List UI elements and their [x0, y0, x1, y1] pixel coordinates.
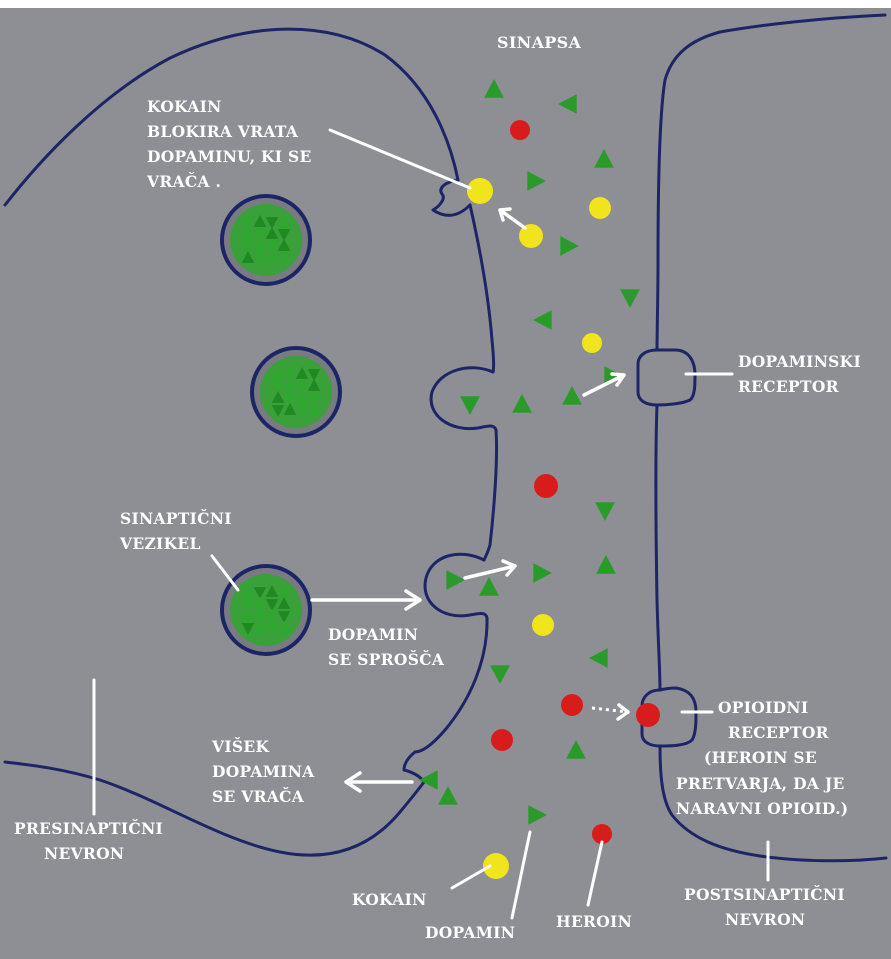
svg-text:VIŠEK: VIŠEK: [211, 737, 269, 756]
svg-text:BLOKIRA VRATA: BLOKIRA VRATA: [147, 122, 299, 141]
cocaine-molecule: [582, 333, 602, 353]
cocaine-molecule: [483, 853, 509, 879]
cocaine-molecule: [467, 178, 493, 204]
svg-text:VEZIKEL: VEZIKEL: [119, 534, 201, 553]
svg-text:DOPAMINSKI: DOPAMINSKI: [738, 352, 861, 371]
heroin-molecule: [561, 694, 583, 716]
cocaine-molecule: [532, 614, 554, 636]
svg-text:SINAPTIČNI: SINAPTIČNI: [120, 509, 232, 528]
vesicle-dopamine-mass: [230, 574, 302, 646]
svg-text:PRESINAPTIČNI: PRESINAPTIČNI: [14, 819, 163, 838]
heroin-molecule: [636, 703, 660, 727]
cocaine-molecule: [589, 197, 611, 219]
svg-text:POSTSINAPTIČNI: POSTSINAPTIČNI: [684, 885, 845, 904]
heroin-molecule: [491, 729, 513, 751]
heroin-molecule: [510, 120, 530, 140]
svg-text:PRETVARJA, DA JE: PRETVARJA, DA JE: [676, 774, 845, 793]
svg-text:OPIOIDNI: OPIOIDNI: [718, 698, 808, 717]
svg-text:RECEPTOR: RECEPTOR: [728, 723, 829, 742]
svg-text:NEVRON: NEVRON: [44, 844, 124, 863]
vesicle-dopamine-mass: [230, 204, 302, 276]
svg-text:(HEROIN SE: (HEROIN SE: [704, 748, 817, 767]
legend-heroin: HEROIN: [556, 912, 632, 931]
svg-text:NEVRON: NEVRON: [725, 910, 805, 929]
title-synapse: SINAPSA: [497, 33, 581, 52]
svg-text:DOPAMINA: DOPAMINA: [212, 762, 315, 781]
legend-dopamine: DOPAMIN: [425, 923, 515, 942]
svg-text:DOPAMINU, KI SE: DOPAMINU, KI SE: [147, 147, 312, 166]
svg-text:RECEPTOR: RECEPTOR: [738, 377, 839, 396]
svg-text:DOPAMIN: DOPAMIN: [328, 625, 418, 644]
svg-text:SE SPROŠČA: SE SPROŠČA: [328, 650, 445, 669]
svg-text:NARAVNI OPIOID.): NARAVNI OPIOID.): [676, 799, 848, 818]
legend-cocaine: KOKAIN: [352, 890, 427, 909]
svg-text:KOKAIN: KOKAIN: [147, 97, 222, 116]
svg-text:SE VRAČA: SE VRAČA: [212, 787, 305, 806]
vesicle-dopamine-mass: [260, 356, 332, 428]
heroin-molecule: [534, 474, 558, 498]
svg-text:VRAČA .: VRAČA .: [146, 172, 221, 191]
